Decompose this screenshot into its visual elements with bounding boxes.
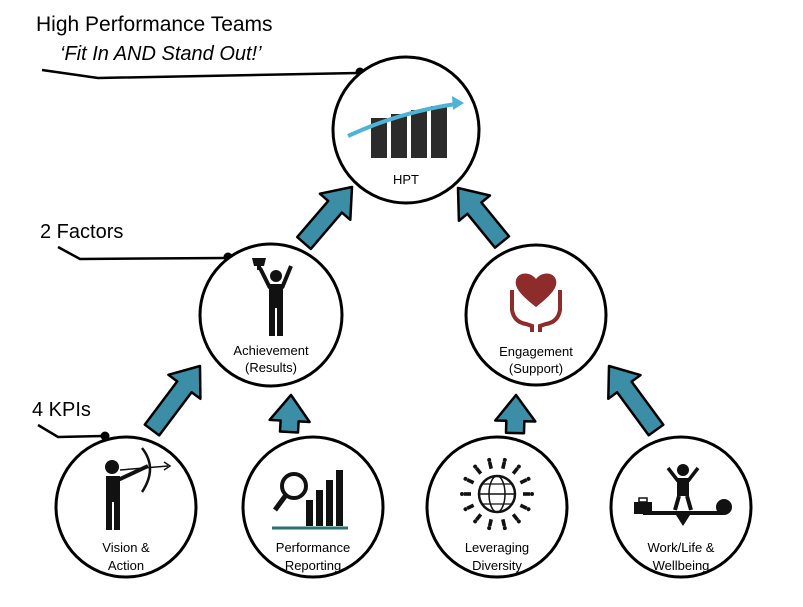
worklife-label-line2: Wellbeing <box>653 558 710 573</box>
arrow-diversity-to-engagement <box>494 393 537 435</box>
diversity-label-line2: Diversity <box>472 558 522 573</box>
diversity-label-line1: Leveraging <box>465 540 529 555</box>
person-figure-icon <box>511 513 521 524</box>
achievement-label-line1: Achievement <box>233 343 309 358</box>
achievement-label-line2: (Results) <box>245 360 297 375</box>
arrow-vision-to-achievement <box>143 364 202 437</box>
person-figure-icon <box>460 492 471 496</box>
archer-icon <box>105 447 172 530</box>
arrow-achievement-to-hpt <box>295 185 354 251</box>
magnifier-bar-chart-icon <box>272 470 348 530</box>
person-figure-icon <box>519 476 531 485</box>
title-leader-line <box>41 68 359 80</box>
engagement-label-line1: Engagement <box>499 344 573 359</box>
engagement-label-line2: (Support) <box>509 361 563 376</box>
person-figure-icon <box>523 492 534 496</box>
person-figure-icon <box>463 476 475 485</box>
person-figure-icon <box>511 464 521 475</box>
factors-leader-line <box>57 245 227 261</box>
person-figure-icon <box>501 518 507 531</box>
arrow-performance-to-achievement <box>268 393 311 434</box>
hpt-label: HPT <box>393 172 419 187</box>
arrow-worklife-to-engagement <box>607 364 665 437</box>
vision-label-line1: Vision & <box>102 540 150 555</box>
person-figure-icon <box>519 503 531 512</box>
person-figure-icon <box>487 457 493 470</box>
diagram-subtitle: ‘Fit In AND Stand Out!’ <box>60 43 262 65</box>
person-figure-icon <box>473 464 483 475</box>
worklife-wellbeing-circle <box>609 435 753 579</box>
vision-label-line2: Action <box>108 558 144 573</box>
factors-level-label: 2 Factors <box>40 221 123 243</box>
performance-label-line2: Reporting <box>285 558 341 573</box>
performance-label-line1: Performance <box>276 540 350 555</box>
leveraging-diversity-circle <box>425 435 569 579</box>
heart-hands-icon <box>510 273 562 332</box>
worklife-label-line1: Work/Life & <box>648 540 715 555</box>
person-figure-icon <box>463 503 475 512</box>
trophy-person-icon <box>252 258 293 336</box>
balance-scale-icon <box>634 464 732 526</box>
diagram-title: High Performance Teams <box>36 13 273 36</box>
rising-bar-chart-icon <box>347 96 464 158</box>
person-figure-icon <box>473 513 483 524</box>
kpis-level-label: 4 KPIs <box>32 399 91 421</box>
kpis-leader-line <box>37 423 104 439</box>
globe-people-icon <box>460 457 534 531</box>
person-figure-icon <box>487 518 493 531</box>
engagement-circle <box>464 243 608 387</box>
vision-action-circle <box>54 435 198 579</box>
connection-arrows <box>143 185 665 437</box>
arrow-engagement-to-hpt <box>456 186 511 249</box>
person-figure-icon <box>501 457 507 470</box>
